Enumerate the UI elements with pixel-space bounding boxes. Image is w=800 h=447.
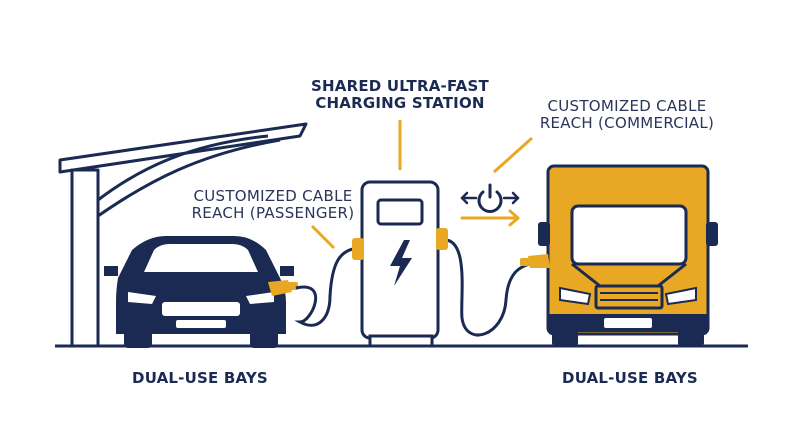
truck-icon bbox=[538, 164, 718, 346]
station-title-line2: CHARGING STATION bbox=[315, 94, 485, 113]
commercial-leader-line bbox=[492, 136, 534, 174]
truck-plug-icon bbox=[520, 254, 550, 268]
bay-label-right: DUAL-USE BAYS bbox=[562, 369, 698, 387]
power-icon bbox=[477, 183, 503, 213]
passenger-cable-label: CUSTOMIZED CABLE REACH (PASSENGER) bbox=[188, 187, 358, 223]
station-title: SHARED ULTRA-FAST CHARGING STATION bbox=[310, 77, 490, 113]
car-plug-icon bbox=[268, 280, 298, 296]
passenger-cable bbox=[294, 246, 359, 327]
commercial-cable bbox=[441, 238, 549, 337]
passenger-leader-line bbox=[310, 224, 336, 250]
passenger-cable-label-line2: REACH (PASSENGER) bbox=[191, 204, 355, 223]
lightning-bolt-icon bbox=[390, 240, 412, 286]
direction-arrow-icon bbox=[460, 209, 520, 227]
commercial-cable-label: CUSTOMIZED CABLE REACH (COMMERCIAL) bbox=[532, 97, 722, 133]
passenger-cable-label-line1: CUSTOMIZED CABLE bbox=[193, 187, 353, 205]
right-arrow-icon bbox=[502, 191, 520, 205]
station-title-line1: SHARED ULTRA-FAST bbox=[311, 77, 489, 95]
commercial-cable-label-line1: CUSTOMIZED CABLE bbox=[547, 97, 707, 115]
car-icon bbox=[104, 236, 294, 348]
canopy-icon bbox=[58, 122, 308, 348]
bay-label-left: DUAL-USE BAYS bbox=[132, 369, 268, 387]
left-arrow-icon bbox=[460, 191, 478, 205]
commercial-cable-label-line2: REACH (COMMERCIAL) bbox=[539, 114, 715, 133]
